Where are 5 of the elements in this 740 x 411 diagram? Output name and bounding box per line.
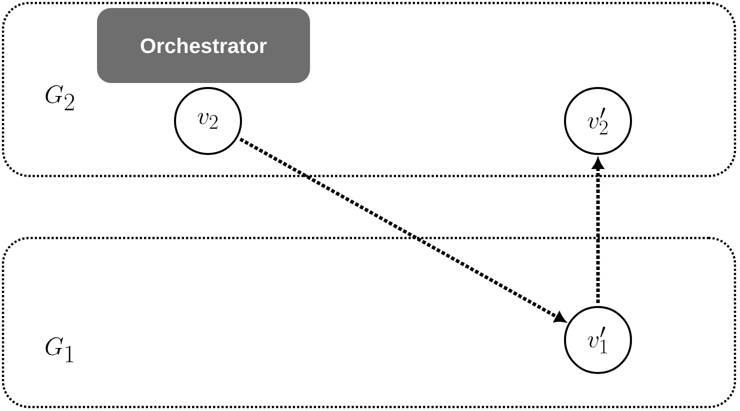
group-label: $G_2$ bbox=[46, 85, 74, 110]
arrow bbox=[239, 138, 566, 322]
role-box: Orchestrator bbox=[97, 8, 310, 83]
arrow bbox=[592, 158, 604, 303]
group-label: $G_1$ bbox=[46, 337, 74, 362]
